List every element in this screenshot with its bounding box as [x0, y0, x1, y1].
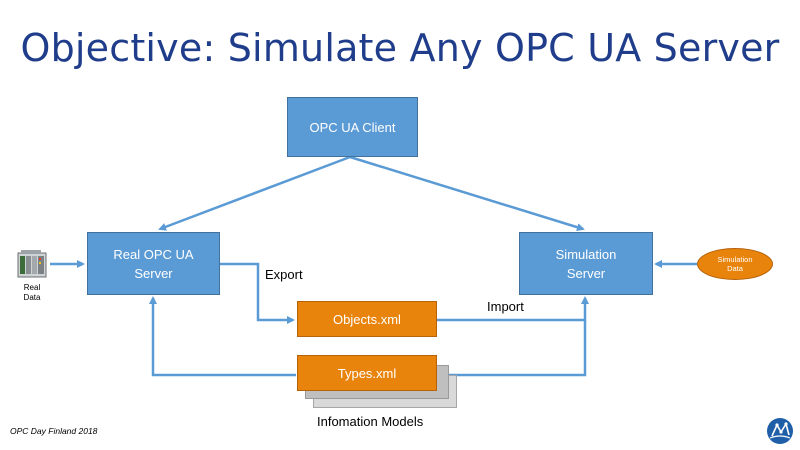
- types-to-real-arrow: [149, 296, 296, 377]
- page-title: Objective: Simulate Any OPC UA Server: [20, 26, 780, 70]
- export-label: Export: [265, 267, 303, 282]
- real-data-label: Real Data: [23, 283, 41, 302]
- footer-text: OPC Day Finland 2018: [10, 426, 98, 436]
- information-models-label: Infomation Models: [317, 414, 424, 429]
- import-label: Import: [487, 299, 524, 314]
- plc-device-icon: [17, 249, 48, 279]
- objects-xml-document: Objects.xml: [297, 301, 437, 337]
- opc-ua-client-box: OPC UA Client: [287, 97, 418, 157]
- client-to-real-arrow: [158, 155, 351, 231]
- opc-foundation-logo-icon: [766, 417, 794, 445]
- client-to-sim-arrow: [349, 155, 585, 232]
- types-to-sim-line: [437, 320, 587, 377]
- real-opc-ua-server-box: Real OPC UA Server: [87, 232, 220, 295]
- simulation-data-ellipse: Simulation Data: [697, 248, 773, 280]
- export-arrow: [220, 262, 295, 324]
- simulation-server-box: Simulation Server: [519, 232, 653, 295]
- types-xml-document: Types.xml: [297, 355, 437, 391]
